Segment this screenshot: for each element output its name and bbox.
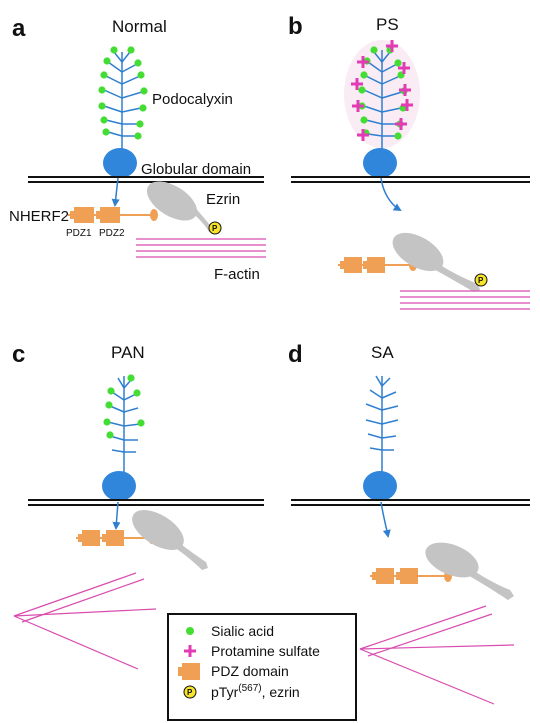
nherf2-b: [338, 257, 417, 273]
panel-d-letter: d: [288, 341, 303, 368]
podocalyxin-glycan-a: [103, 51, 143, 150]
svg-text:P: P: [187, 688, 193, 697]
panel-a-letter: a: [12, 15, 26, 42]
ezrin-a: [146, 181, 213, 232]
globular-domain-b: [363, 148, 397, 178]
globular-domain-label: Globular domain: [141, 161, 251, 178]
panel-b-letter: b: [288, 13, 303, 40]
phospho-tyrosine-a: P: [208, 221, 222, 235]
sialic-acid-dot-icon: [186, 627, 194, 635]
legend-pdz: PDZ domain: [178, 663, 289, 680]
legend-sialic-acid: Sialic acid: [186, 623, 274, 639]
ezrin-label: Ezrin: [206, 191, 240, 208]
pdz1-label: PDZ1: [66, 228, 92, 239]
f-actin-b: [400, 290, 530, 310]
sialic-acid-group-c: [103, 374, 145, 439]
panel-b: b PS: [288, 13, 530, 310]
podocalyxin-glycan-d: [365, 375, 399, 474]
arrow-d: [380, 501, 391, 538]
membrane-d: [291, 499, 530, 506]
legend-pdz-label: PDZ domain: [211, 663, 289, 679]
legend-ptyr: P pTyr(567), ezrin: [183, 683, 300, 700]
sialic-acid-group-a: [98, 46, 148, 140]
f-actin-d: [359, 605, 515, 705]
legend: Sialic acid Protamine sulfate PDZ domain…: [167, 613, 357, 721]
panel-d: d SA: [288, 341, 530, 705]
legend-ptyr-label: pTyr(567), ezrin: [211, 683, 300, 700]
nherf2-label: NHERF2: [9, 208, 69, 225]
phospho-tyrosine-b: P: [474, 273, 488, 287]
legend-protamine: Protamine sulfate: [184, 643, 320, 659]
pdz2-label: PDZ2: [99, 228, 125, 239]
panel-b-title: PS: [376, 15, 399, 34]
podocalyxin-glycan-c: [107, 376, 141, 474]
f-actin-label: F-actin: [214, 266, 260, 283]
arrow-c: [112, 501, 121, 530]
globular-domain-d: [363, 471, 397, 501]
membrane-b: [291, 176, 530, 183]
pdz-block-icon: [178, 663, 200, 680]
panel-a-title: Normal: [112, 17, 167, 36]
protamine-plus-group: [351, 40, 413, 141]
arrow-b: [380, 177, 402, 212]
ezrin-d: [425, 542, 514, 600]
svg-text:P: P: [212, 224, 218, 233]
podocalyxin-label: Podocalyxin: [152, 91, 233, 108]
svg-text:P: P: [478, 276, 484, 285]
podocalyxin-glycan-b: [363, 50, 403, 150]
legend-sialic-acid-label: Sialic acid: [211, 623, 274, 639]
phospho-tyrosine-circle-icon: [183, 685, 197, 699]
panel-c-letter: c: [12, 341, 25, 368]
panel-c-title: PAN: [111, 343, 145, 362]
arrow-a: [111, 177, 120, 207]
panel-c: c PAN: [12, 341, 264, 670]
protamine-plus-icon: [184, 645, 196, 657]
legend-protamine-label: Protamine sulfate: [211, 643, 320, 659]
globular-domain-c: [102, 471, 136, 501]
nherf2-a: [68, 207, 158, 223]
panel-a: a Normal Pod: [9, 15, 266, 283]
membrane-c: [28, 499, 264, 506]
globular-domain-a: [103, 148, 137, 178]
f-actin-c: [13, 572, 157, 670]
ezrin-c: [132, 510, 208, 570]
panel-d-title: SA: [371, 343, 394, 362]
ezrin-b: [392, 232, 480, 292]
f-actin-a: [136, 238, 266, 258]
membrane-a: [28, 176, 264, 183]
